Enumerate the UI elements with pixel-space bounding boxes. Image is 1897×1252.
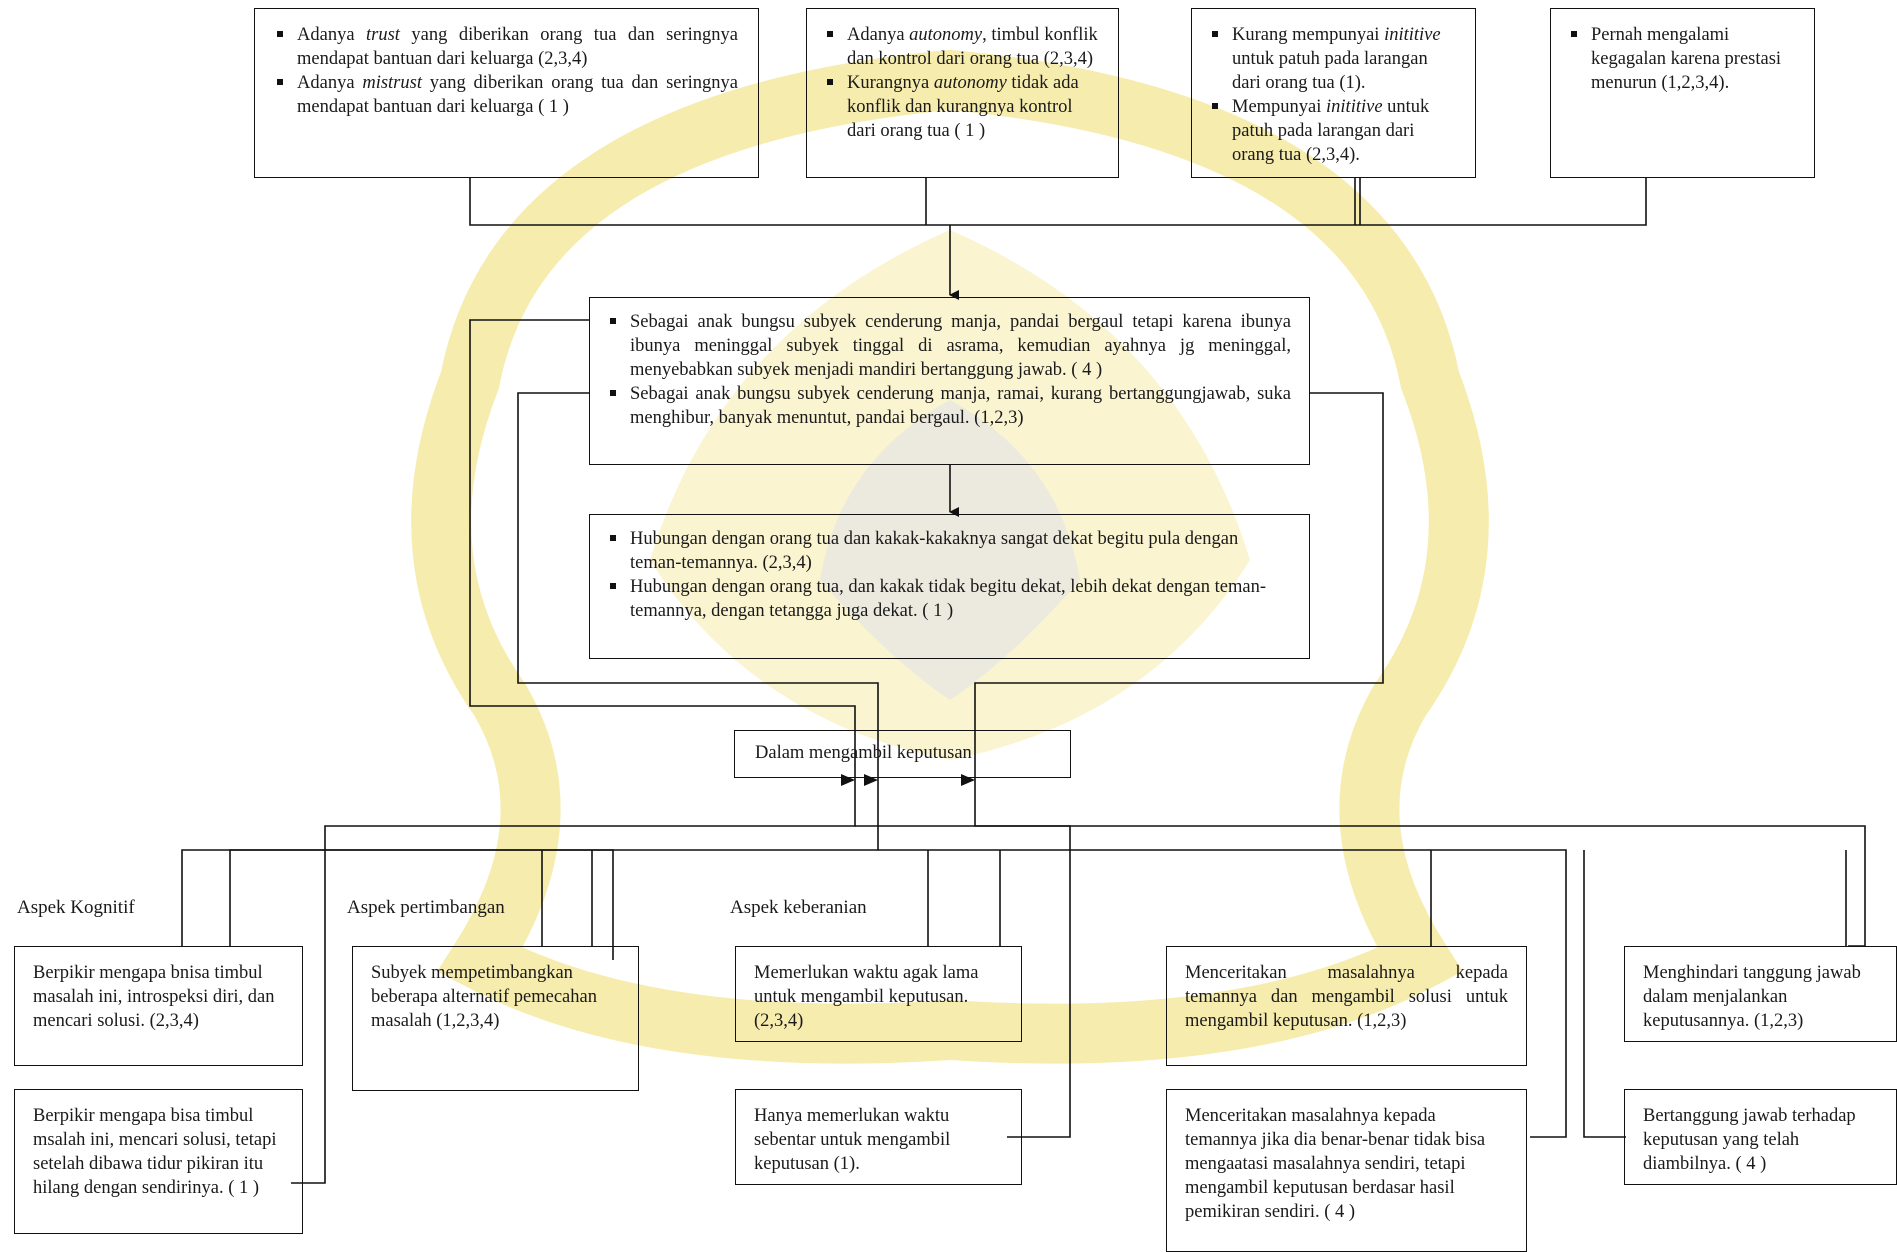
text-segment: , timbul konflik dan kontrol dari orang … xyxy=(847,25,1098,69)
text-segment: Hubungan dengan orang tua, dan kakak tid… xyxy=(630,577,1266,621)
bungsu-list: Sebagai anak bungsu subyek cenderung man… xyxy=(608,310,1291,430)
text-segment: Pernah mengalami kegagalan karena presta… xyxy=(1591,25,1782,93)
italic-term: inititive xyxy=(1326,97,1383,117)
text-segment: Kurang mempunyai xyxy=(1232,25,1385,45)
decision-title: Dalam mengambil keputusan xyxy=(755,743,972,763)
connector-line xyxy=(229,780,879,946)
decision-box: Dalam mengambil keputusan xyxy=(734,730,1071,778)
aspect-keberanian-label: Aspek keberanian xyxy=(730,897,867,918)
text-segment: Sebagai anak bungsu subyek cenderung man… xyxy=(630,312,1291,380)
bullet-item: Mempunyai inititive untuk patuh pada lar… xyxy=(1210,95,1457,167)
bullet-item: Adanya autonomy, timbul konflik dan kont… xyxy=(825,23,1100,71)
kognitif-box-a: Berpikir mengapa bnisa timbul masalah in… xyxy=(14,946,303,1066)
italic-term: mistrust xyxy=(362,73,422,93)
text-segment: untuk patuh pada larangan dari orang tua… xyxy=(1232,49,1428,93)
bullet-item: Kurangnya autonomy tidak ada konflik dan… xyxy=(825,71,1100,143)
italic-term: trust xyxy=(366,25,400,45)
waktu-sebentar-text: Hanya memerlukan waktu sebentar untuk me… xyxy=(754,1106,951,1174)
failure-box: Pernah mengalami kegagalan karena presta… xyxy=(1550,8,1815,178)
italic-term: autonomy xyxy=(933,73,1007,93)
connector-line xyxy=(855,825,1071,1138)
tanggung-text-b: Bertanggung jawab terhadap keputusan yan… xyxy=(1643,1106,1856,1174)
cerita-text-b: Menceritakan masalahnya kepada temannya … xyxy=(1185,1106,1486,1222)
bullet-item: Adanya trust yang diberikan orang tua da… xyxy=(275,23,738,71)
tanggung-text-a: Menghindari tanggung jawab dalam menjala… xyxy=(1643,963,1861,1031)
text-segment: Hubungan dengan orang tua dan kakak-kaka… xyxy=(630,529,1239,573)
text-segment: Adanya xyxy=(297,25,367,45)
bullet-item: Pernah mengalami kegagalan karena presta… xyxy=(1569,23,1796,95)
hubungan-box: Hubungan dengan orang tua dan kakak-kaka… xyxy=(589,514,1310,659)
text-segment: Adanya xyxy=(847,25,910,45)
cerita-box-a: Menceritakan masalahnya kepada temannya … xyxy=(1166,946,1527,1066)
bungsu-box: Sebagai anak bungsu subyek cenderung man… xyxy=(589,297,1310,465)
autonomy-list: Adanya autonomy, timbul konflik dan kont… xyxy=(825,23,1100,143)
text-segment: yang diberikan orang tua dan seringnya m… xyxy=(297,73,738,117)
italic-term: autonomy xyxy=(909,25,983,45)
connector-line xyxy=(1583,850,1626,1138)
pertimbangan-text: Subyek mempetimbangkan beberapa alternat… xyxy=(371,963,597,1031)
bullet-item: Sebagai anak bungsu subyek cenderung man… xyxy=(608,382,1291,430)
text-segment: untuk patuh pada larangan dari orang tua… xyxy=(1232,97,1430,165)
text-segment: yang diberikan orang tua dan seringnya m… xyxy=(297,25,738,69)
text-segment: Kurangnya xyxy=(847,73,934,93)
autonomy-box: Adanya autonomy, timbul konflik dan kont… xyxy=(806,8,1119,178)
pertimbangan-box: Subyek mempetimbangkan beberapa alternat… xyxy=(352,946,639,1091)
kognitif-text-b: Berpikir mengapa bisa timbul msalah ini,… xyxy=(33,1106,277,1198)
connector-line xyxy=(469,178,1647,226)
bullet-item: Hubungan dengan orang tua dan kakak-kaka… xyxy=(608,527,1291,575)
connector-line xyxy=(974,780,1866,947)
tanggung-box-a: Menghindari tanggung jawab dalam menjala… xyxy=(1624,946,1897,1042)
connector-line xyxy=(878,849,1567,1138)
text-segment: Adanya xyxy=(297,73,363,93)
trust-list: Adanya trust yang diberikan orang tua da… xyxy=(275,23,738,119)
hubungan-list: Hubungan dengan orang tua dan kakak-kaka… xyxy=(608,527,1291,623)
connector-line xyxy=(181,849,614,960)
bullet-item: Adanya mistrust yang diberikan orang tua… xyxy=(275,71,738,119)
trust-box: Adanya trust yang diberikan orang tua da… xyxy=(254,8,759,178)
initiative-box: Kurang mempunyai inititive untuk patuh p… xyxy=(1191,8,1476,178)
failure-list: Pernah mengalami kegagalan karena presta… xyxy=(1569,23,1796,95)
bullet-item: Hubungan dengan orang tua, dan kakak tid… xyxy=(608,575,1291,623)
waktu-sebentar-box: Hanya memerlukan waktu sebentar untuk me… xyxy=(735,1089,1022,1185)
text-segment: Mempunyai xyxy=(1232,97,1327,117)
connector-line xyxy=(961,392,1384,786)
connector-line xyxy=(291,780,856,1184)
initiative-list: Kurang mempunyai inititive untuk patuh p… xyxy=(1210,23,1457,167)
waktu-lama-text: Memerlukan waktu agak lama untuk mengamb… xyxy=(754,963,979,1031)
connector-line xyxy=(517,392,879,786)
aspect-pertimbangan-label: Aspek pertimbangan xyxy=(347,897,505,918)
bullet-item: Kurang mempunyai inititive untuk patuh p… xyxy=(1210,23,1457,95)
aspect-kognitif-label: Aspek Kognitif xyxy=(17,897,135,918)
cerita-box-b: Menceritakan masalahnya kepada temannya … xyxy=(1166,1089,1527,1252)
kognitif-text-a: Berpikir mengapa bnisa timbul masalah in… xyxy=(33,963,275,1031)
cerita-text-a: Menceritakan masalahnya kepada temannya … xyxy=(1185,963,1508,1031)
tanggung-box-b: Bertanggung jawab terhadap keputusan yan… xyxy=(1624,1089,1897,1185)
italic-term: inititive xyxy=(1384,25,1441,45)
waktu-lama-box: Memerlukan waktu agak lama untuk mengamb… xyxy=(735,946,1022,1042)
text-segment: Sebagai anak bungsu subyek cenderung man… xyxy=(630,384,1291,428)
text-segment: tidak ada konflik dan kurangnya kontrol … xyxy=(847,73,1079,141)
bullet-item: Sebagai anak bungsu subyek cenderung man… xyxy=(608,310,1291,382)
kognitif-box-b: Berpikir mengapa bisa timbul msalah ini,… xyxy=(14,1089,303,1234)
